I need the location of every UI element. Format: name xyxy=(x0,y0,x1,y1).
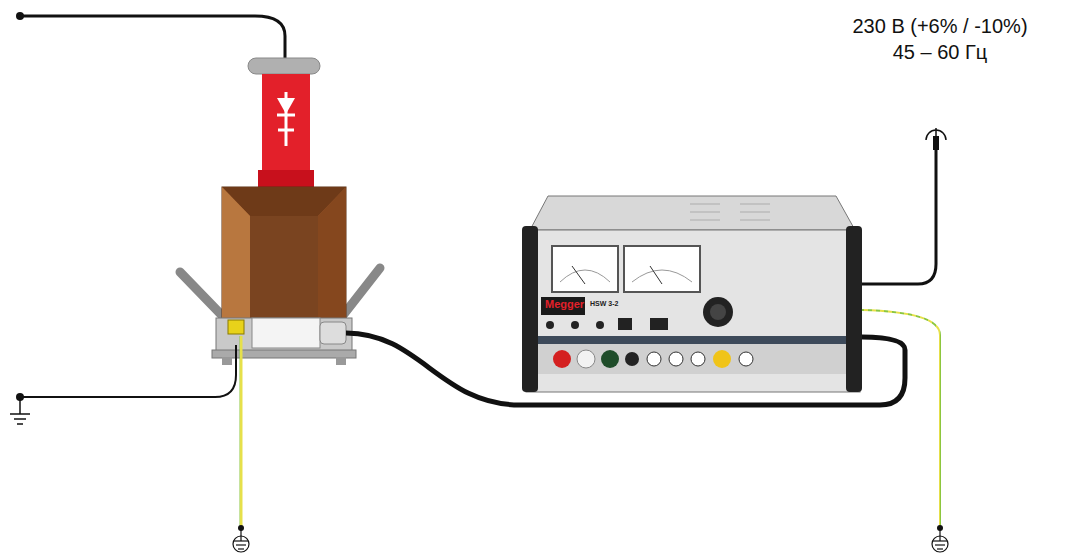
ground-wire xyxy=(10,345,236,424)
supply-rating: 230 В (+6% / -10%) xyxy=(852,14,1027,38)
protective-earth xyxy=(862,310,948,552)
protective-earth xyxy=(233,336,249,552)
brand-logo: Megger xyxy=(545,298,584,311)
control-cable xyxy=(346,333,905,405)
hv-unit xyxy=(180,58,380,365)
hv-wire xyxy=(16,12,285,58)
control-unit xyxy=(522,196,862,392)
supply-rating: 45 – 60 Гц xyxy=(893,40,988,64)
mains-cable xyxy=(862,128,946,284)
model-name: HSW 3-2 xyxy=(590,299,618,308)
control-unit-box: Megger HSW 3-2 xyxy=(522,196,862,392)
